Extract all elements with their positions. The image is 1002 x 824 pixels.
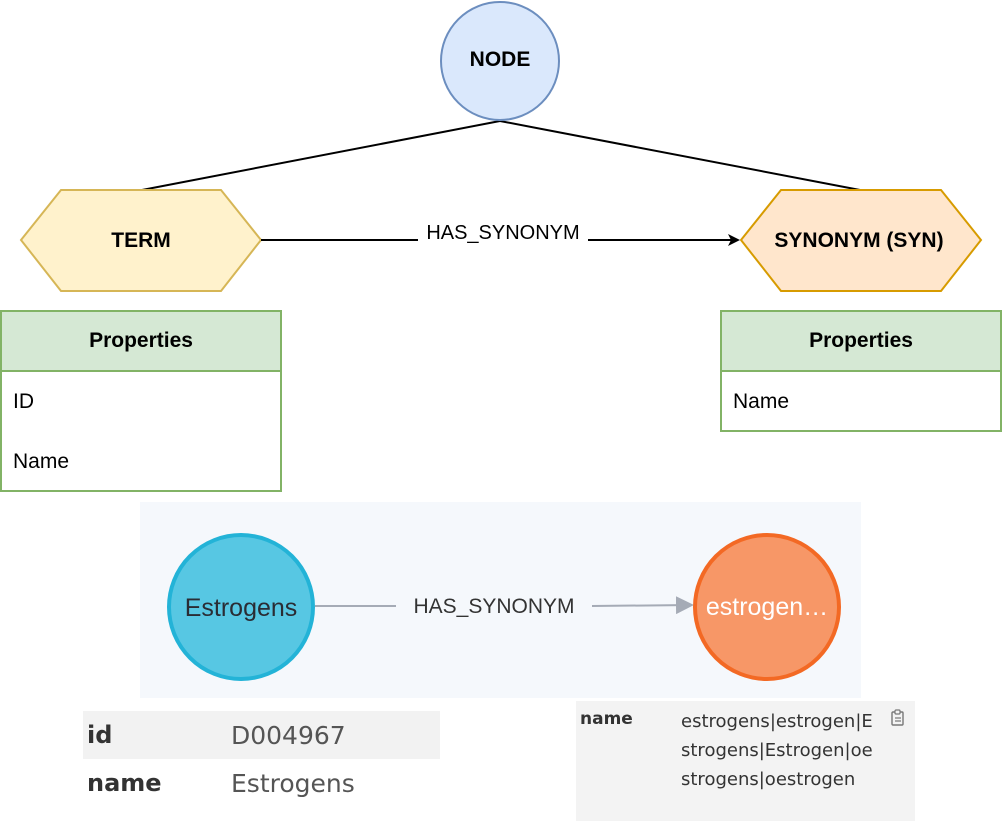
synonym-properties-title: Properties bbox=[722, 312, 1000, 372]
node-term-edge bbox=[141, 120, 501, 191]
synonym-label: SYNONYM (SYN) bbox=[774, 229, 943, 252]
term-properties-title: Properties bbox=[2, 312, 280, 372]
example-relationship-label[interactable]: HAS_SYNONYM bbox=[413, 595, 574, 618]
example-graph: HAS_SYNONYM Estrogens estrogen… bbox=[167, 533, 841, 681]
synonym-detail-value[interactable]: estrogens|estrogen|Estrogens|Estrogen|oe… bbox=[681, 711, 873, 790]
synonym-details-panel: name estrogens|estrogen|Estrogens|Estrog… bbox=[576, 701, 915, 821]
graph-visualization-panel: HAS_SYNONYM Estrogens estrogen… bbox=[140, 502, 861, 698]
synonym-detail-key: name bbox=[580, 709, 633, 729]
example-edge-right[interactable] bbox=[591, 596, 694, 615]
detail-row-id: id D004967 bbox=[83, 711, 440, 759]
synonym-property-name: Name bbox=[733, 390, 790, 413]
node-label: NODE bbox=[470, 48, 531, 71]
has-synonym-label: HAS_SYNONYM bbox=[426, 222, 579, 244]
detail-key-name: name bbox=[87, 769, 162, 797]
node-circle: NODE bbox=[440, 1, 560, 121]
detail-value-id: D004967 bbox=[231, 720, 346, 750]
detail-value-name: Estrogens bbox=[231, 768, 355, 798]
estrogens-node-label: Estrogens bbox=[185, 594, 298, 622]
node-synonym-edge bbox=[499, 120, 861, 191]
term-property-id: ID bbox=[13, 390, 34, 413]
synonym-node-label: estrogen… bbox=[706, 593, 828, 621]
clipboard-icon[interactable] bbox=[890, 709, 906, 731]
detail-row-name: name Estrogens bbox=[83, 759, 440, 807]
estrogens-node[interactable]: Estrogens bbox=[167, 533, 315, 681]
term-label: TERM bbox=[111, 229, 171, 252]
term-details-table: id D004967 name Estrogens bbox=[83, 711, 440, 807]
detail-key-id: id bbox=[87, 721, 113, 749]
synonym-properties-box: Properties Name bbox=[720, 310, 1002, 432]
term-properties-box: Properties ID Name bbox=[0, 310, 282, 492]
synonym-hexagon: SYNONYM (SYN) bbox=[739, 189, 983, 292]
term-hexagon: TERM bbox=[19, 189, 263, 292]
synonym-node[interactable]: estrogen… bbox=[693, 533, 841, 681]
term-property-name: Name bbox=[13, 450, 70, 473]
